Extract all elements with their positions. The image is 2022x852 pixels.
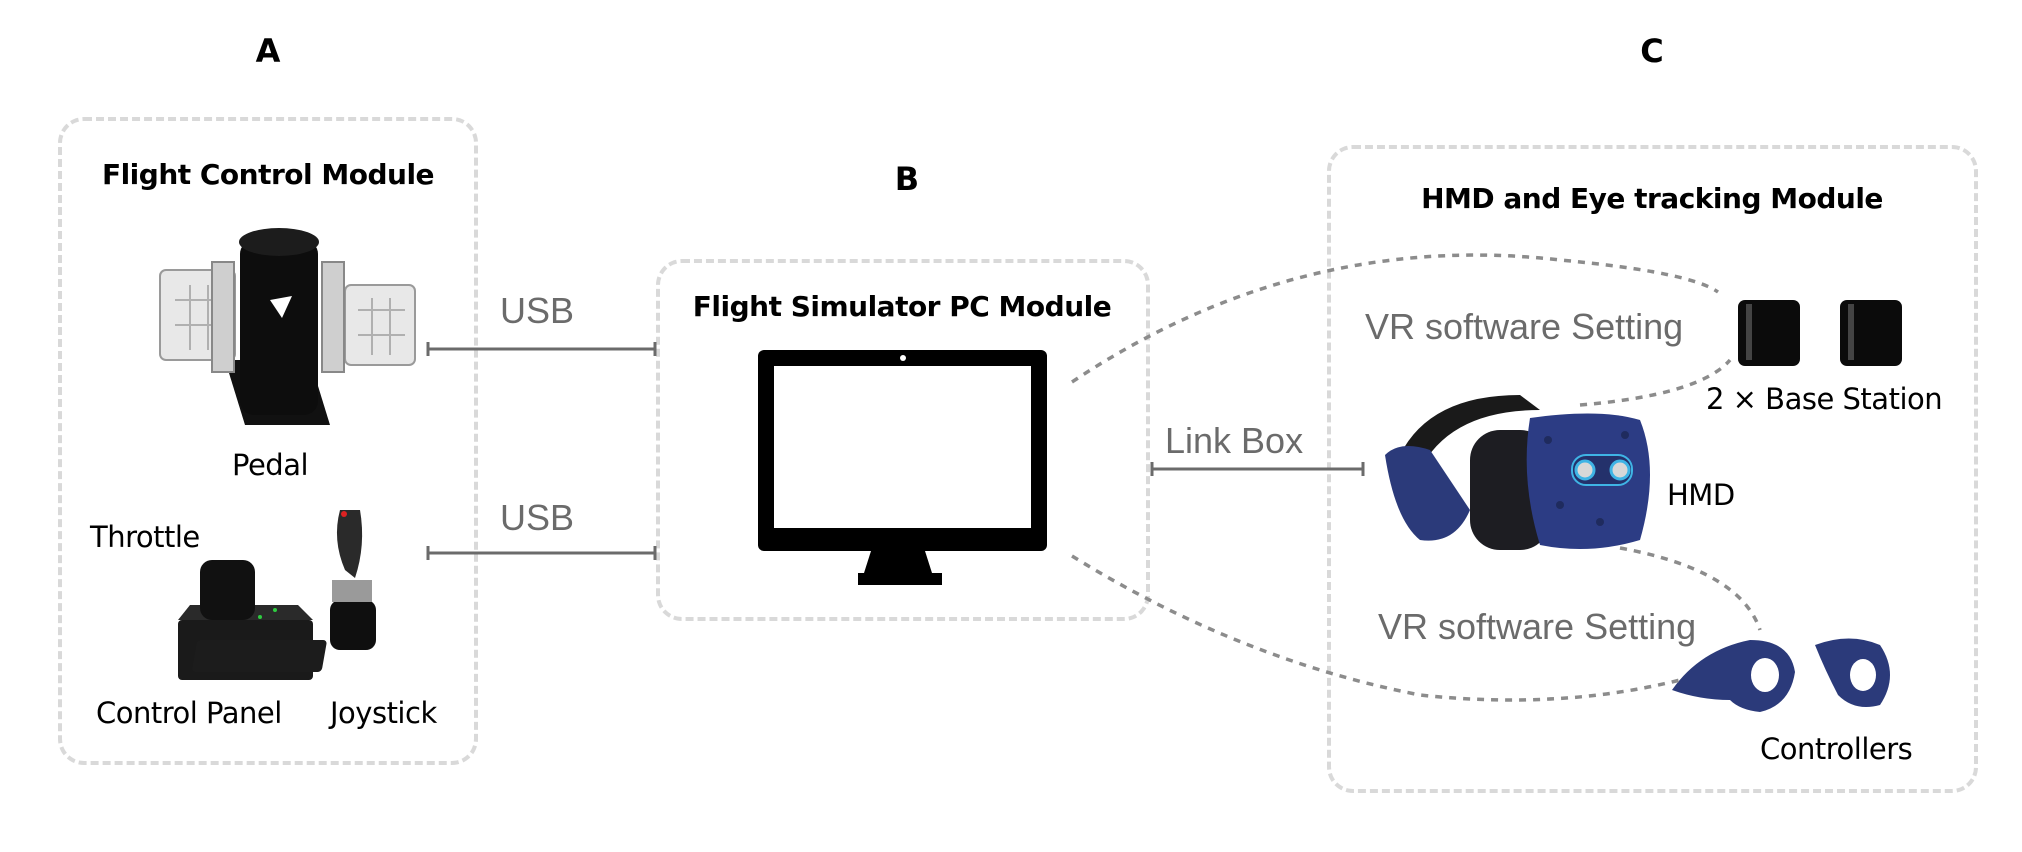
- joystick-label: Joystick: [330, 696, 437, 730]
- pedal-label: Pedal: [232, 448, 309, 482]
- control-panel-label: Control Panel: [96, 696, 282, 730]
- usb-label-bottom: USB: [500, 497, 575, 538]
- pedal-icon: [159, 228, 416, 425]
- monitor-icon: [758, 350, 1047, 585]
- link-box-label: Link Box: [1165, 420, 1304, 461]
- controllers-label: Controllers: [1760, 732, 1913, 766]
- flight-simulator-pc-module-title: Flight Simulator PC Module: [692, 290, 1112, 323]
- flight-simulator-pc-module-box: [656, 259, 1150, 621]
- hmd-label: HMD: [1667, 478, 1735, 512]
- flight-control-module-title: Flight Control Module: [101, 158, 435, 191]
- controllers-icon: [1672, 638, 1890, 712]
- panel-label-b: B: [894, 160, 920, 198]
- dotted-link-pc-to-controllers: [1071, 554, 1681, 702]
- dotted-link-hmd-to-controllers: [1619, 546, 1762, 631]
- usb-label-top: USB: [500, 290, 575, 331]
- vr-software-setting-label-top: VR software Setting: [1365, 306, 1684, 347]
- link-box-connector: [1150, 462, 1365, 476]
- hmd-eye-tracking-module-title: HMD and Eye tracking Module: [1421, 182, 1883, 215]
- throttle-label: Throttle: [90, 520, 200, 554]
- panel-label-c: C: [1640, 32, 1664, 70]
- usb-connector-top: [426, 342, 657, 356]
- base-station-icon: [1738, 300, 1902, 366]
- throttle-joystick-icon: [178, 510, 376, 680]
- flight-control-module-box: [58, 117, 478, 765]
- panel-label-a: A: [255, 32, 281, 70]
- dotted-link-pc-to-base-station: [1071, 253, 1720, 384]
- base-station-label: 2 × Base Station: [1706, 382, 1943, 416]
- usb-connector-bottom: [426, 546, 657, 560]
- hmd-icon: [1385, 395, 1650, 550]
- dotted-link-base-station-to-hmd: [1579, 358, 1732, 407]
- vr-software-setting-label-bottom: VR software Setting: [1378, 606, 1697, 647]
